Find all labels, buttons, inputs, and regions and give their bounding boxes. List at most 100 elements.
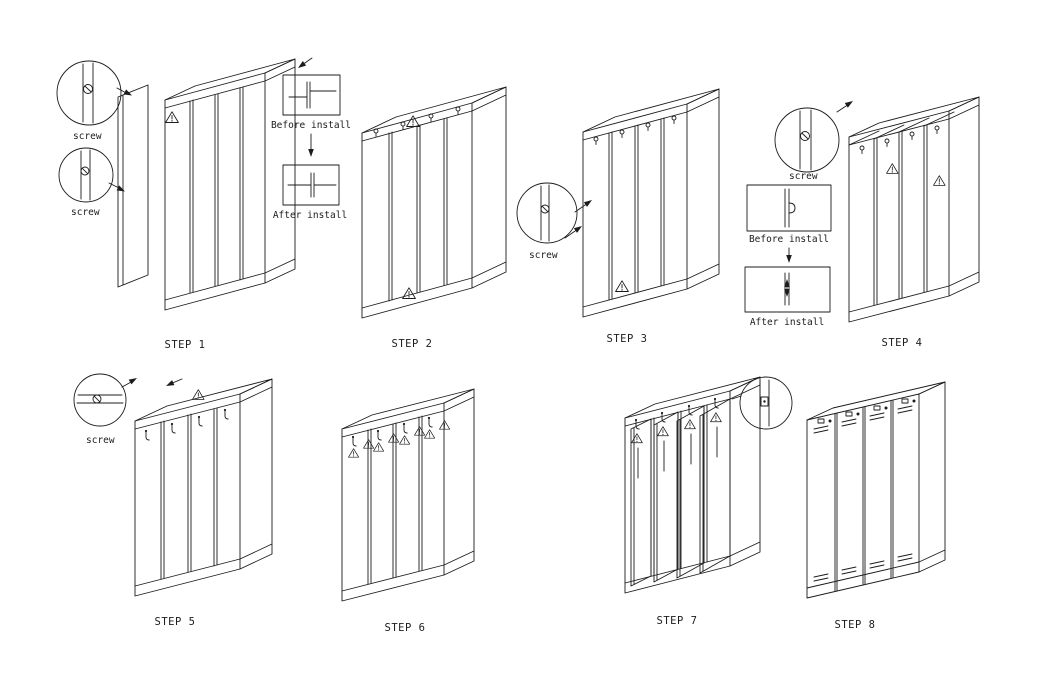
- step-label: STEP 1: [165, 339, 206, 351]
- warning-triangle-icon: [933, 175, 946, 186]
- warning-triangle-icon: [402, 287, 416, 299]
- warning-triangle-icon: [399, 435, 411, 445]
- step-label: STEP 8: [835, 619, 876, 631]
- coat-hook-icon: [376, 429, 382, 441]
- warning-triangle-icon: [684, 419, 696, 430]
- screw-callout: screw: [516, 182, 578, 261]
- coat-hook-icon: [351, 435, 357, 447]
- keyhole-icon: [856, 412, 860, 416]
- warning-triangle-icon: [363, 439, 375, 449]
- locker-frame-drawing: [624, 376, 761, 594]
- before-install-detail: Before install: [746, 184, 832, 245]
- screw-label: screw: [73, 131, 102, 142]
- lock-icon: [400, 121, 406, 130]
- locker-frame-drawing: [582, 88, 720, 318]
- screw-callout: screw: [774, 107, 840, 182]
- warning-triangle-icon: [615, 280, 629, 292]
- open-door-drawing: [699, 398, 731, 574]
- screw-icon: [83, 84, 93, 94]
- lock-icon: [645, 122, 651, 131]
- hanging-cords: [637, 426, 718, 479]
- assembly-arrow: [574, 197, 594, 213]
- locker-frame-drawing: [361, 86, 507, 319]
- warning-triangle-icon: [414, 426, 426, 436]
- step-1-panel: screw screw: [55, 55, 351, 360]
- after-install-label: After install: [750, 317, 824, 328]
- before-install-detail: Before install: [271, 74, 351, 131]
- assembly-arrow: [564, 223, 584, 239]
- screw-callout: screw: [56, 60, 134, 142]
- lock-icon: [619, 129, 625, 138]
- warning-triangle-icon: [710, 412, 722, 423]
- lock-icon: [934, 125, 940, 134]
- assembly-arrow: [164, 378, 183, 389]
- arrow-icon: [123, 89, 134, 98]
- callout-circle: [516, 182, 578, 244]
- screw-icon: [80, 166, 90, 176]
- lock-icon: [909, 131, 915, 140]
- step-label: STEP 3: [607, 333, 648, 345]
- assembly-arrow: [121, 375, 139, 388]
- screw-label: screw: [71, 207, 100, 218]
- callout-circle: [774, 107, 840, 173]
- hinge-callout: [731, 376, 793, 430]
- screw-label: screw: [529, 250, 558, 261]
- warning-triangle-icon: [348, 448, 360, 458]
- locker-cabinet-drawing: [806, 381, 946, 599]
- warning-triangle-icon: [886, 163, 899, 174]
- coat-hook-icon: [223, 408, 229, 420]
- keyhole-icon: [828, 419, 832, 423]
- arrow-icon: [786, 255, 792, 263]
- door-details: [813, 398, 916, 582]
- warning-triangle-icon: [631, 433, 643, 444]
- callout-circle: [739, 376, 793, 430]
- keyhole-icon: [884, 406, 888, 410]
- screw-icon: [800, 131, 810, 141]
- callout-circle: [73, 373, 127, 427]
- screw-icon: [540, 204, 550, 214]
- warning-triangle-icon: [165, 111, 179, 123]
- locker-frame-drawing: [848, 96, 980, 323]
- screw-label: screw: [86, 435, 115, 446]
- assembly-arrow: [836, 98, 855, 113]
- install-step-arrow: [786, 247, 792, 263]
- screw-icon: [92, 394, 102, 404]
- warning-triangle-icon: [439, 420, 451, 430]
- before-install-label: Before install: [271, 120, 351, 131]
- step-8-panel: STEP 8: [795, 373, 980, 635]
- screw-label: screw: [789, 171, 818, 182]
- arrow-icon: [128, 375, 139, 385]
- step-6-panel: STEP 6: [330, 385, 490, 643]
- warning-triangle-icon: [192, 389, 205, 400]
- locker-frame-drawing: [164, 58, 296, 311]
- callout-circle: [58, 147, 114, 203]
- side-panel-drawing: [117, 84, 149, 288]
- hinge-icon: [760, 396, 769, 407]
- locker-frame-drawing: [134, 378, 273, 597]
- step-5-panel: screw: [70, 373, 300, 633]
- arrow-icon: [164, 380, 175, 389]
- after-install-label: After install: [273, 210, 347, 221]
- arrow-icon: [583, 197, 594, 207]
- coat-hook-icon: [427, 416, 433, 428]
- open-door-drawing: [676, 405, 705, 579]
- warning-triangle-icon: [388, 433, 400, 443]
- warning-triangle-icon: [657, 426, 669, 437]
- install-step-arrow: [308, 133, 314, 157]
- screw-callout: screw: [58, 147, 127, 218]
- step-4-panel: screw Before install: [744, 95, 985, 360]
- step-label: STEP 7: [657, 615, 698, 627]
- after-install-detail: After install: [273, 164, 347, 221]
- coat-hook-icon: [170, 422, 176, 434]
- step-label: STEP 4: [882, 337, 923, 349]
- coat-hook-icon: [634, 418, 640, 430]
- arrow-icon: [308, 149, 314, 157]
- arrow-icon: [573, 223, 584, 233]
- lock-icon: [671, 115, 677, 124]
- after-install-detail: After install: [744, 266, 831, 328]
- lock-icon: [428, 113, 434, 122]
- open-door-drawing: [653, 411, 679, 583]
- warning-triangle-icon: [373, 442, 385, 452]
- callout-circle: [56, 60, 122, 126]
